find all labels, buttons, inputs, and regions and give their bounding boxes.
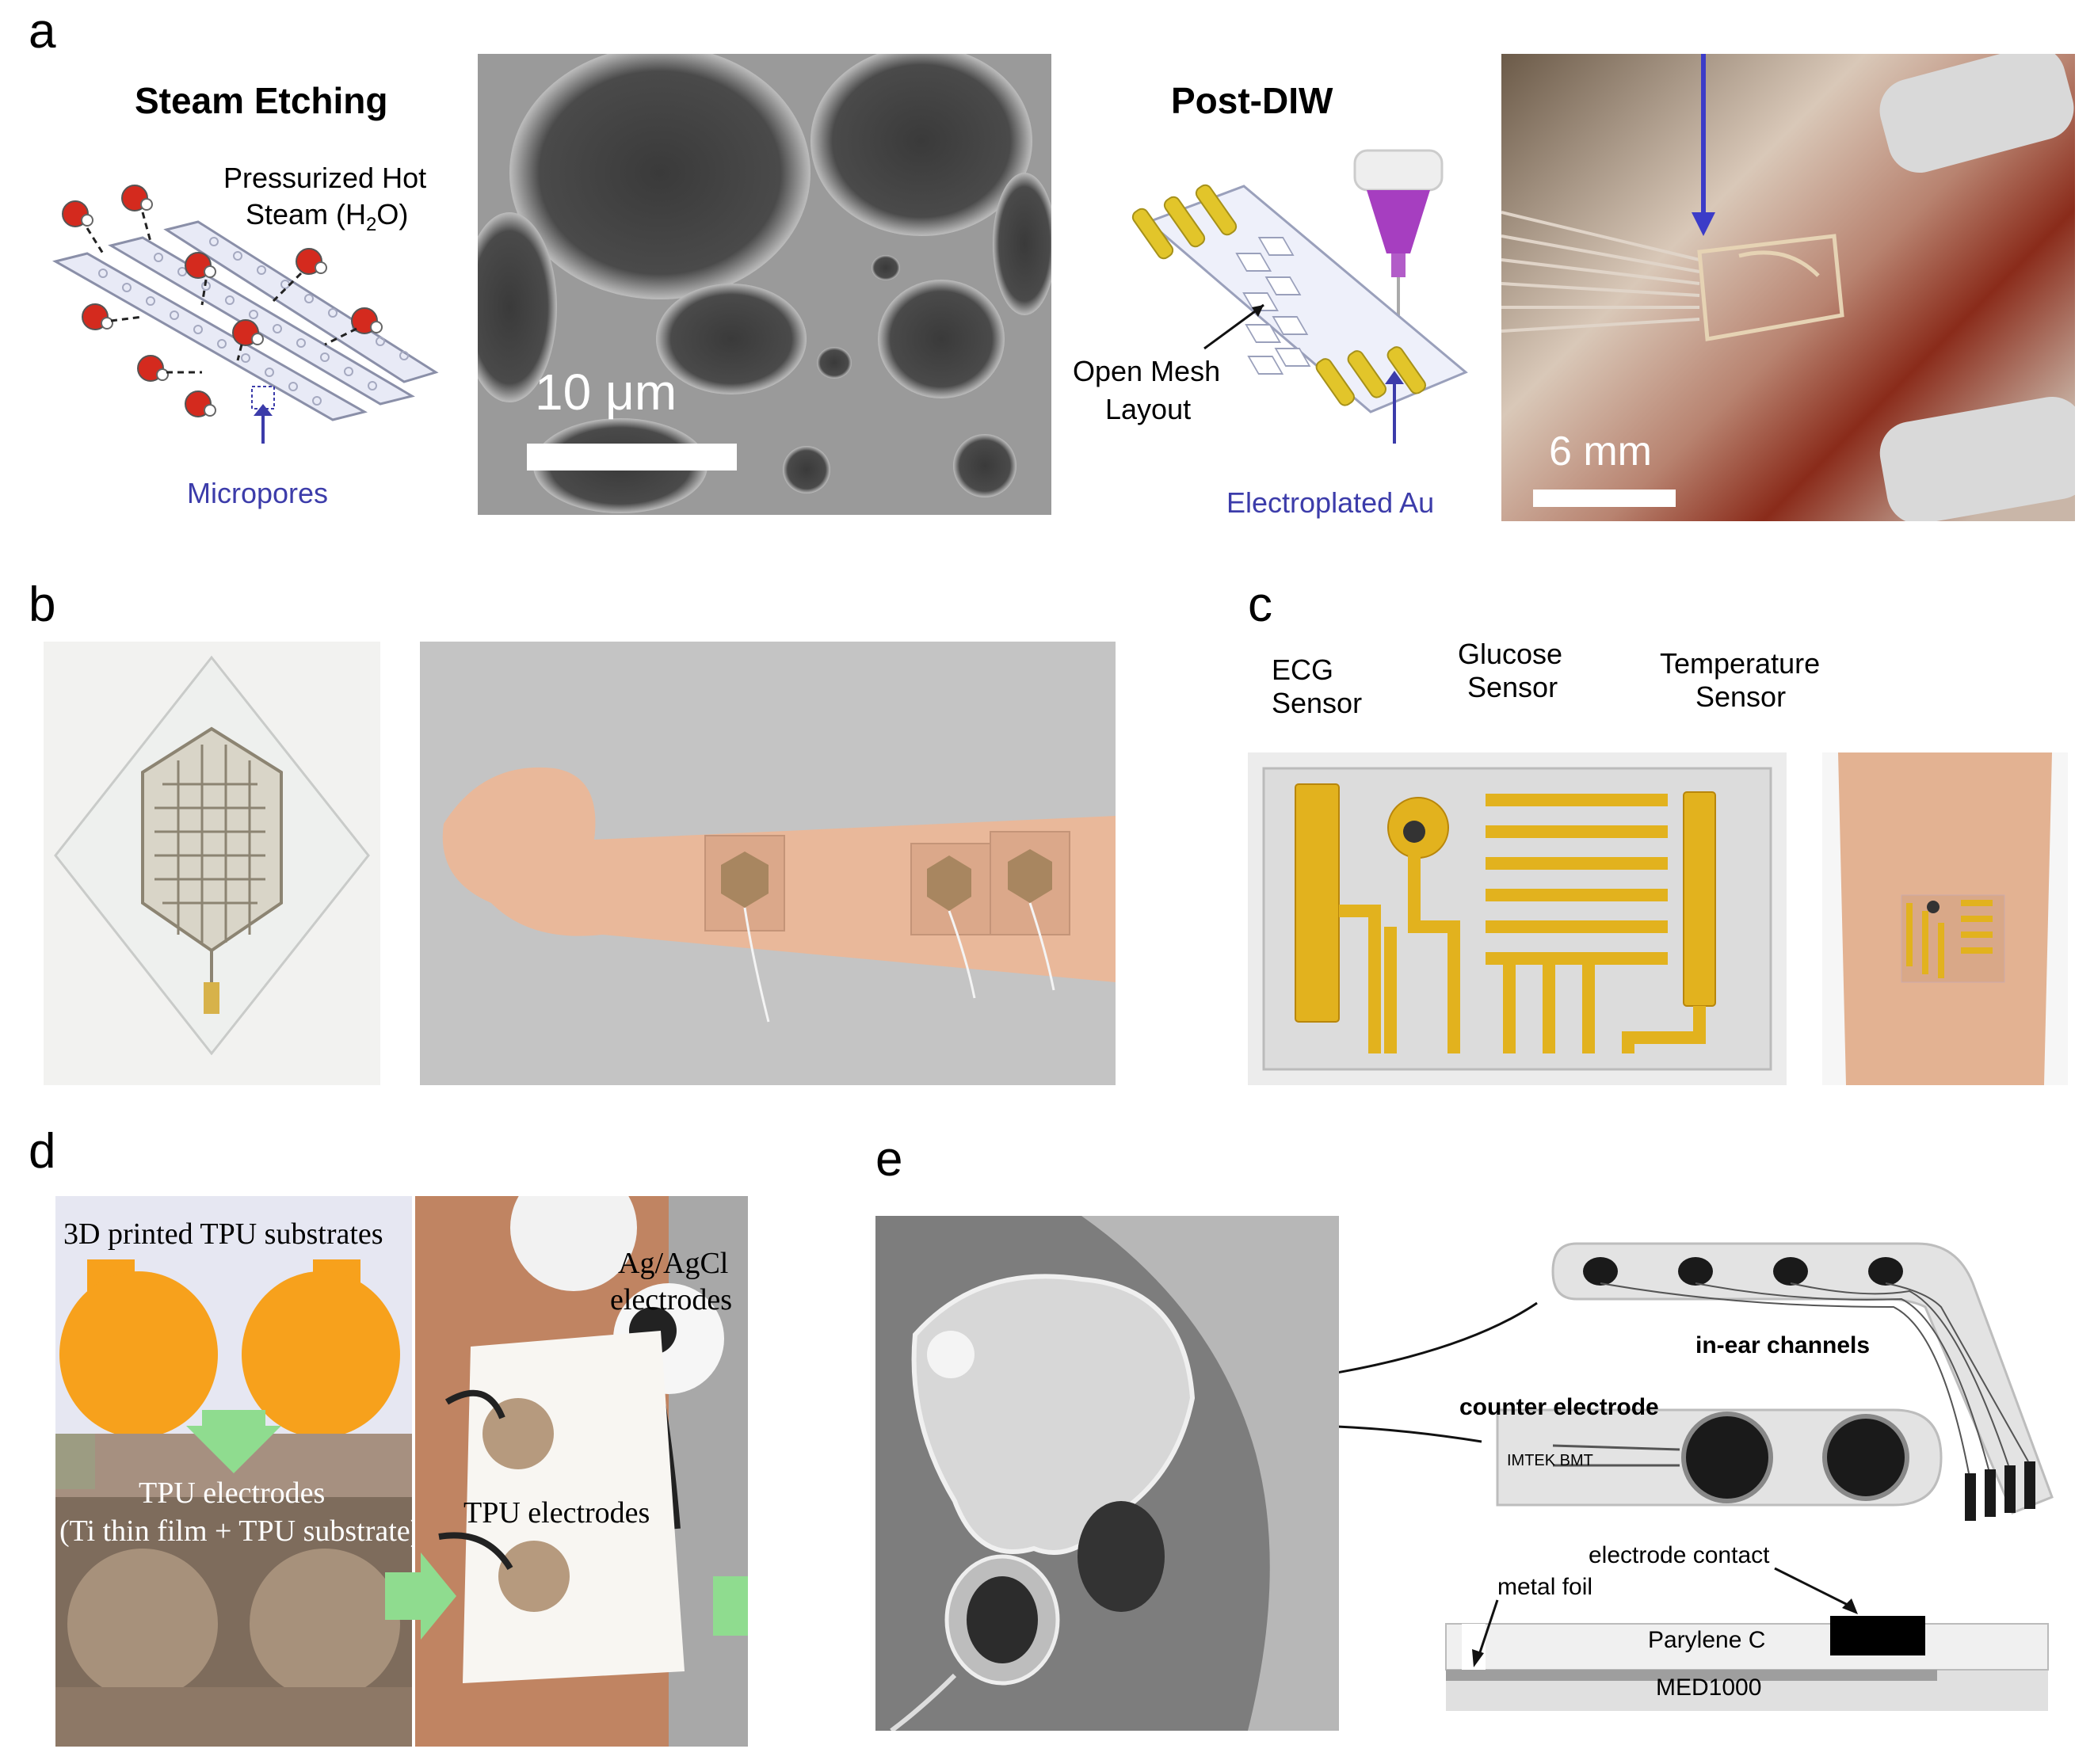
tpu-electrodes-photo [55,1434,412,1747]
post-diw-title: Post-DIW [1171,80,1333,121]
parylene-label: Parylene C [1648,1627,1766,1653]
post-diw-diagram [1131,149,1468,444]
right-arrow-green [385,1553,456,1640]
micropores-label: Micropores [187,477,329,509]
sem-scale-label: 10 μm [535,364,677,421]
implant-scale-label: 6 mm [1549,429,1652,474]
in-ear-channels-label: in-ear channels [1695,1332,1871,1358]
implant-photo [1501,54,2075,521]
multisensor-patch-photo [1248,752,1787,1085]
in-ear-device-photo [875,1216,1339,1731]
ecg-label-line2: Sensor [1272,687,1363,719]
agcl-label-line1: Ag/AgCl [618,1247,729,1280]
panel-letter-d: d [29,1124,56,1179]
ecg-label-line1: ECG [1272,653,1334,686]
tpu-electrodes-right-label: TPU electrodes [463,1496,650,1530]
agcl-label-line2: electrodes [610,1283,733,1316]
tpu-electrodes-label-line1: TPU electrodes [139,1476,326,1510]
panel-letter-b: b [29,577,56,632]
sem-pores [478,54,1051,515]
substrates-label: 3D printed TPU substrates [63,1217,383,1251]
mesh-electrode-photo [44,642,380,1085]
counter-electrode-label: counter electrode [1459,1394,1659,1420]
down-arrow-green [186,1410,281,1473]
electrode-contact-label: electrode contact [1589,1542,1770,1568]
green-marker [713,1576,748,1636]
temperature-label-line2: Sensor [1695,680,1787,713]
imtek-label: IMTEK BMT [1507,1452,1593,1469]
steam-etching-title: Steam Etching [135,80,388,121]
steam-label-line2: Steam (H2O) [246,198,409,236]
glucose-label-line2: Sensor [1467,671,1558,703]
temperature-label-line1: Temperature [1660,647,1821,680]
skin-electrodes-photo [415,1196,748,1747]
panel-letter-e: e [875,1132,903,1187]
tpu-substrates-photo [55,1196,412,1434]
electrode-schematic [1339,1242,2054,1711]
tpu-electrodes-label-line2: (Ti thin film + TPU substrate) [59,1514,421,1548]
electroplated-au-label: Electroplated Au [1226,486,1435,519]
wrist-patch-photo [1822,752,2068,1085]
med1000-label: MED1000 [1656,1674,1762,1701]
steam-etching-diagram [52,185,439,444]
panel-letter-c: c [1248,577,1272,632]
arm-electrodes-photo [420,642,1116,1085]
glucose-label-line1: Glucose [1458,638,1563,670]
steam-label-line1: Pressurized Hot [223,162,427,194]
metal-foil-label: metal foil [1497,1574,1593,1600]
open-mesh-line2: Layout [1105,393,1192,425]
panel-letter-a: a [29,4,56,59]
sem-scale-bar [527,444,737,471]
open-mesh-line1: Open Mesh [1073,355,1221,387]
implant-scale-bar [1533,490,1676,507]
sem-image [478,54,1051,515]
